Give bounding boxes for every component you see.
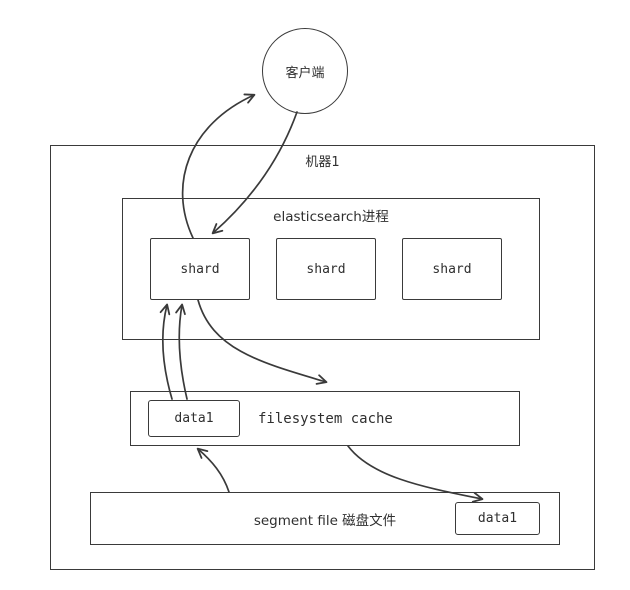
- shard-node-1: shard: [150, 238, 250, 300]
- client-node: 客户端: [262, 28, 348, 114]
- shard-label-3: shard: [432, 261, 472, 277]
- shard-node-2: shard: [276, 238, 376, 300]
- shard-label-2: shard: [306, 261, 346, 277]
- elasticsearch-process-label: elasticsearch进程: [273, 209, 389, 225]
- segment-data1-label: data1: [477, 511, 518, 526]
- client-label: 客户端: [285, 65, 325, 81]
- shard-node-3: shard: [402, 238, 502, 300]
- segment-file-label: segment file 磁盘文件: [253, 512, 397, 529]
- shard-label-1: shard: [180, 261, 220, 277]
- cache-data1-label: data1: [174, 411, 214, 426]
- cache-data1-node: data1: [148, 400, 240, 437]
- machine-label: 机器1: [305, 155, 340, 170]
- filesystem-cache-label: filesystem cache: [258, 410, 393, 427]
- segment-data1-node: data1: [455, 502, 540, 535]
